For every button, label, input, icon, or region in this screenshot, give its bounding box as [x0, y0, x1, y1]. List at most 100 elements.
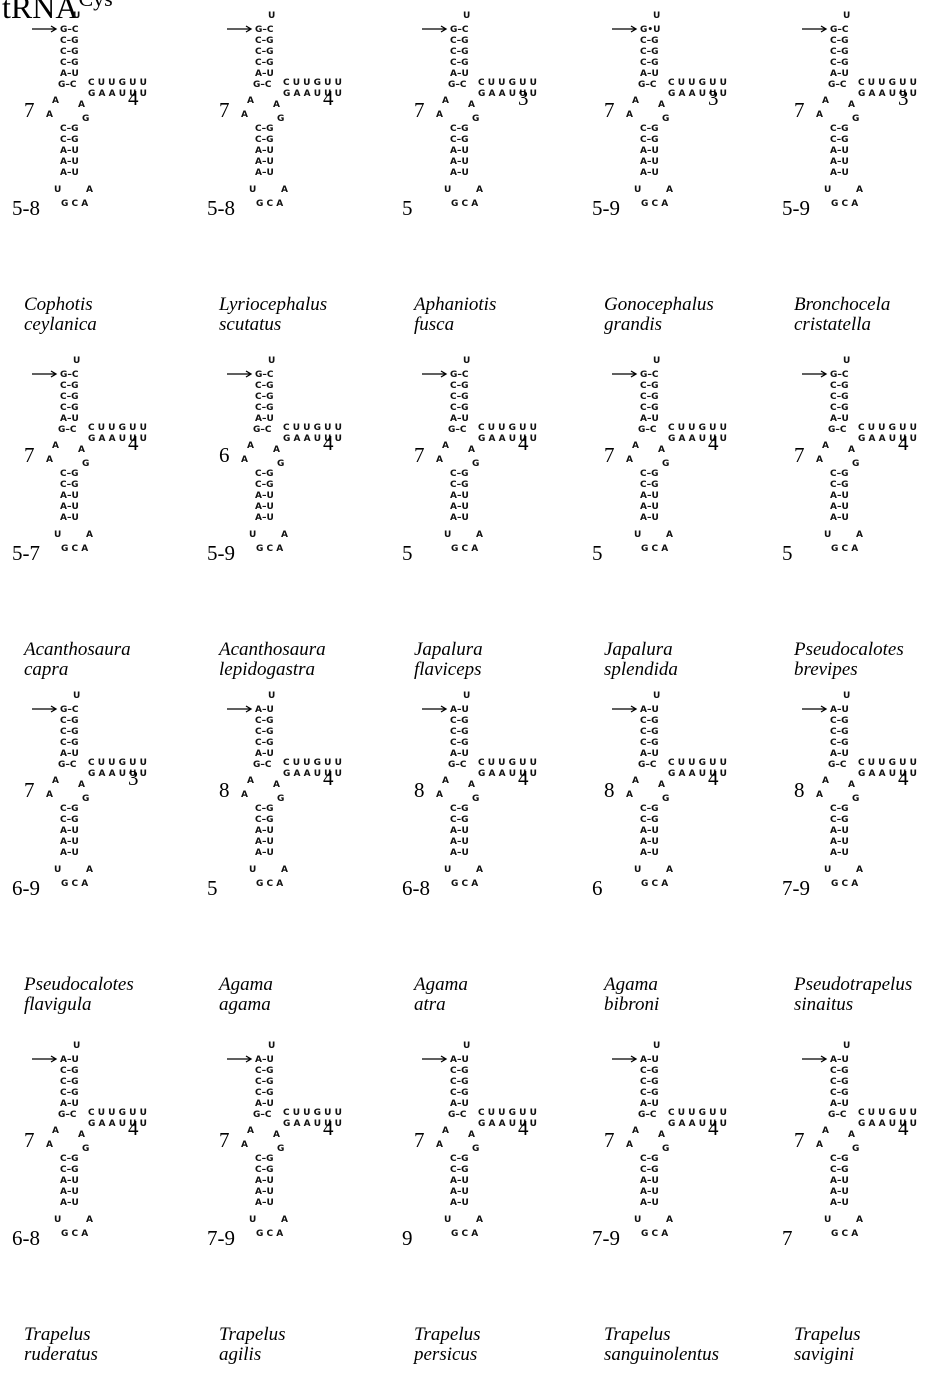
anticodon-pair: A–U — [640, 826, 659, 836]
arrow-icon — [422, 1055, 448, 1063]
acceptor-pair: C–G — [255, 36, 274, 46]
acceptor-stem-label: 8 — [414, 778, 425, 802]
anticodon-pair: A–U — [830, 1176, 849, 1186]
loop-base: U — [249, 185, 256, 195]
t-arm-top-strand: C U U G U U — [88, 1108, 147, 1118]
acceptor-pair: G–C — [60, 25, 79, 35]
loop-base: A — [468, 445, 475, 455]
junction-pair: G–C — [638, 80, 657, 90]
epithet-name: fusca — [414, 314, 455, 335]
anticodon-pair: C–G — [830, 804, 849, 814]
anticodon-loop: G C A — [641, 199, 668, 209]
anticodon-stem-label: 5-8 — [207, 196, 235, 220]
t-arm-top-strand: C U U G U U — [478, 423, 537, 433]
t-arm-bottom-strand: G A A U U U — [478, 1119, 537, 1129]
loop-base: A — [78, 100, 85, 110]
loop-base: A — [856, 530, 863, 540]
epithet-name: bibroni — [604, 994, 660, 1015]
anticodon-pair: C–G — [255, 135, 274, 145]
anticodon-pair: A–U — [450, 1198, 469, 1208]
loop-base: A — [666, 865, 673, 875]
acceptor-pair: C–G — [450, 392, 469, 402]
t-arm-top-strand: C U U G U U — [858, 78, 917, 88]
acceptor-pair: A–U — [450, 414, 469, 424]
arrow-icon — [802, 1055, 828, 1063]
loop-base: A — [468, 780, 475, 790]
epithet-name: agilis — [219, 1344, 262, 1365]
acceptor-stem-label: 7 — [414, 1128, 425, 1152]
anticodon-pair: A–U — [830, 146, 849, 156]
anticodon-pair: C–G — [450, 124, 469, 134]
loop-base: A — [816, 110, 823, 120]
acceptor-pair: A–U — [640, 1055, 659, 1065]
anticodon-pair: A–U — [450, 513, 469, 523]
discriminator-base: U — [73, 1041, 80, 1051]
anticodon-pair: A–U — [60, 491, 79, 501]
t-arm-bottom-strand: G A A U U U — [858, 89, 917, 99]
anticodon-pair: C–G — [255, 815, 274, 825]
discriminator-base: U — [73, 691, 80, 701]
anticodon-pair: A–U — [450, 168, 469, 178]
discriminator-base: U — [843, 11, 850, 21]
t-loop-label: 4 — [128, 1116, 139, 1140]
anticodon-pair: A–U — [640, 1176, 659, 1186]
junction-pair: G–C — [448, 1110, 467, 1120]
loop-base: A — [822, 776, 829, 786]
t-arm-bottom-strand: G A A U U U — [478, 434, 537, 444]
anticodon-stem-label: 5-8 — [12, 196, 40, 220]
acceptor-pair: A–U — [60, 69, 79, 79]
anticodon-pair: A–U — [255, 168, 274, 178]
acceptor-pair: C–G — [450, 47, 469, 57]
acceptor-pair: C–G — [450, 36, 469, 46]
acceptor-pair: C–G — [830, 36, 849, 46]
loop-base: A — [436, 455, 443, 465]
t-arm-top-strand: C U U G U U — [668, 423, 727, 433]
anticodon-pair: A–U — [450, 1176, 469, 1186]
t-arm-bottom-strand: G A A U U U — [478, 769, 537, 779]
acceptor-stem-label: 7 — [414, 98, 425, 122]
loop-base: G — [82, 794, 89, 804]
t-loop-label: 4 — [898, 766, 909, 790]
loop-base: U — [249, 530, 256, 540]
loop-base: G — [662, 1144, 669, 1154]
junction-pair: G–C — [253, 425, 272, 435]
loop-base: A — [666, 530, 673, 540]
anticodon-pair: C–G — [60, 124, 79, 134]
acceptor-pair: C–G — [255, 1088, 274, 1098]
loop-base: A — [273, 100, 280, 110]
loop-base: A — [78, 445, 85, 455]
t-loop-label: 4 — [898, 431, 909, 455]
loop-base: A — [856, 185, 863, 195]
loop-base: A — [848, 445, 855, 455]
acceptor-pair: C–G — [60, 392, 79, 402]
acceptor-pair: A–U — [60, 1055, 79, 1065]
anticodon-pair: A–U — [255, 1198, 274, 1208]
t-arm-top-strand: C U U G U U — [858, 423, 917, 433]
junction-pair: G–C — [638, 760, 657, 770]
epithet-name: sinaitus — [794, 994, 854, 1015]
acceptor-pair: G–C — [450, 370, 469, 380]
t-loop-label: 4 — [518, 1116, 529, 1140]
discriminator-base: U — [843, 691, 850, 701]
loop-base: G — [277, 114, 284, 124]
loop-base: G — [472, 794, 479, 804]
loop-base: A — [436, 110, 443, 120]
anticodon-pair: C–G — [255, 469, 274, 479]
anticodon-pair: A–U — [640, 513, 659, 523]
acceptor-pair: G–C — [640, 370, 659, 380]
anticodon-stem-label: 7-9 — [782, 876, 810, 900]
t-loop-label: 4 — [323, 1116, 334, 1140]
